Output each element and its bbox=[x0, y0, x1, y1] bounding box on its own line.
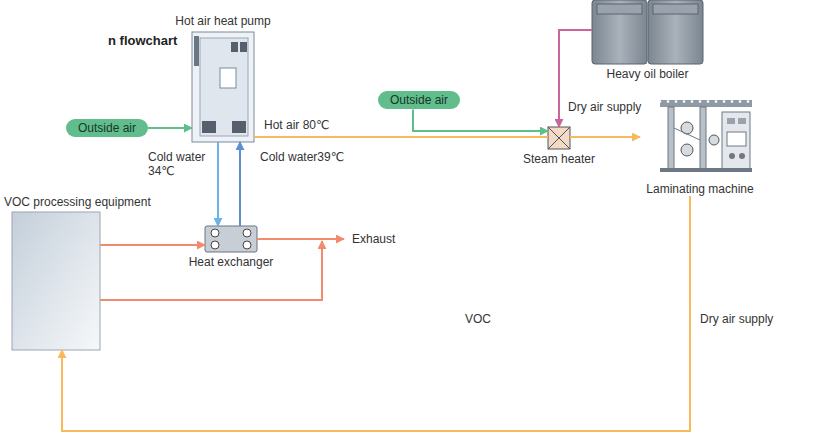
laminating-machine: Laminating machine bbox=[640, 98, 760, 196]
boiler-figure bbox=[592, 0, 703, 64]
note-label: VOC bbox=[463, 312, 493, 326]
node-label: Outside air bbox=[390, 93, 448, 107]
flow-connector bbox=[254, 136, 548, 138]
diagram-title: n flowchart bbox=[106, 33, 179, 49]
node-label: Heat exchanger bbox=[189, 255, 274, 269]
flow-connector bbox=[62, 196, 690, 431]
heat-exchanger: Heat exchanger bbox=[205, 226, 257, 252]
flow-connector bbox=[148, 127, 192, 129]
node-label: Laminating machine bbox=[646, 182, 753, 196]
flow-connector bbox=[413, 109, 548, 131]
node-label: Outside air bbox=[78, 121, 136, 135]
flow-label: Dry air supply bbox=[698, 312, 775, 326]
laminating-machine-figure bbox=[660, 100, 752, 172]
air-intake-oval: Outside air bbox=[378, 91, 460, 109]
voc-equipment: VOC processing equipment bbox=[12, 212, 100, 350]
flow-label: Cold water39℃ bbox=[258, 150, 346, 164]
flow-connector bbox=[570, 136, 640, 138]
flow-connector bbox=[217, 142, 219, 226]
voc-equipment-figure bbox=[12, 212, 100, 350]
steam-heater: Steam heater bbox=[548, 127, 570, 149]
node-label: Heavy oil boiler bbox=[606, 67, 688, 81]
heat-exchanger-figure bbox=[205, 226, 257, 252]
flow-label: Hot air 80℃ bbox=[262, 118, 332, 132]
air-intake-oval: Outside air bbox=[66, 119, 148, 137]
steam-heater-figure bbox=[548, 127, 570, 149]
exhaust-merge-line bbox=[100, 241, 322, 300]
exhaust-line bbox=[257, 238, 344, 240]
node-label: Steam heater bbox=[523, 152, 595, 166]
flow-connector bbox=[239, 142, 241, 226]
note-label: Exhaust bbox=[350, 232, 397, 246]
flow-connector bbox=[100, 244, 205, 246]
boiler: Heavy oil boiler bbox=[592, 0, 703, 64]
flow-label: Dry air supply bbox=[566, 100, 643, 114]
flow-label: Cold water 34℃ bbox=[146, 150, 214, 179]
node-label: Hot air heat pump bbox=[175, 14, 270, 28]
node-label: VOC processing equipment bbox=[4, 195, 151, 209]
heat-pump-figure bbox=[192, 32, 254, 142]
heat-pump: Hot air heat pump bbox=[192, 32, 254, 142]
